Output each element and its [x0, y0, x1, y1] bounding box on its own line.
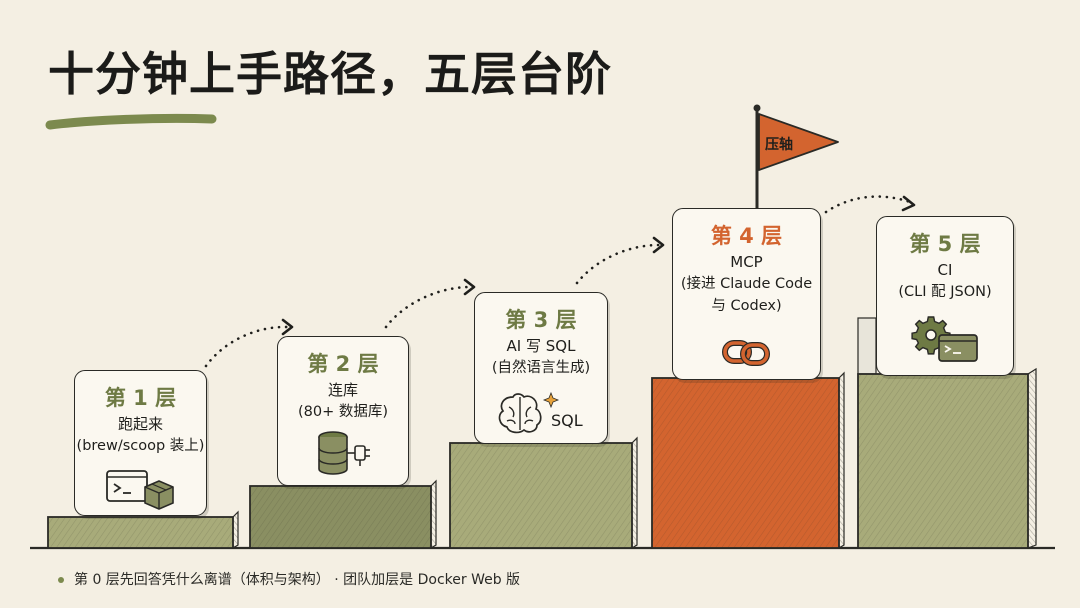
step-4-level: 第 4 层: [710, 224, 783, 248]
step-1-card: 第 1 层 跑起来 (brew/scoop 装上): [74, 370, 207, 516]
step-1-block: [47, 510, 239, 550]
step-1-title: 跑起来: [117, 415, 163, 433]
footnote-bullet-icon: [58, 577, 64, 583]
arrowhead-1: [281, 318, 294, 336]
step-4-subtitle: (接进 Claude Code: [680, 276, 813, 292]
arrow-3-to-4: [575, 243, 661, 285]
arrowhead-2: [463, 278, 476, 296]
sql-icon-text: SQL: [551, 411, 583, 430]
terminal-package-icon: [75, 467, 206, 515]
step-5-level: 第 5 层: [909, 232, 981, 256]
step-4-subtitle-line2: 与 Codex): [711, 298, 782, 314]
step-1-level: 第 1 层: [104, 386, 177, 410]
arrow-4-to-5: [824, 195, 912, 214]
database-plug-icon: [278, 429, 408, 483]
arrow-1-to-2: [204, 325, 290, 368]
brain-sql-icon: SQL: [475, 389, 607, 443]
page-title: 十分钟上手路径，五层台阶: [48, 47, 612, 101]
arrowhead-4: [901, 195, 916, 212]
step-3-block: [449, 436, 638, 550]
title-underline: [45, 113, 217, 130]
step-4-title: MCP: [730, 253, 763, 271]
step-3-subtitle: (自然语言生成): [491, 360, 591, 376]
arrow-2-to-3: [384, 285, 472, 329]
chain-link-icon: [673, 335, 820, 375]
step-4-block: [651, 371, 845, 550]
step-2-card: 第 2 层 连库 (80+ 数据库): [277, 336, 409, 486]
footnote: 第 0 层先回答凭什么离谱（体积与架构） · 团队加层是 Docker Web …: [58, 569, 520, 589]
step-2-block: [249, 479, 437, 550]
step-2-subtitle: (80+ 数据库): [297, 404, 389, 420]
step-5-title: CI: [937, 261, 953, 279]
step-5-block: [857, 317, 1037, 549]
arrowhead-3: [652, 236, 665, 254]
step-1-subtitle: (brew/scoop 装上): [76, 438, 205, 454]
step-4-card: 第 4 层 MCP (接进 Claude Code 与 Codex): [672, 208, 821, 380]
footnote-text: 第 0 层先回答凭什么离谱（体积与架构） · 团队加层是 Docker Web …: [74, 572, 521, 588]
step-3-title: AI 写 SQL: [506, 337, 576, 355]
step-2-level: 第 2 层: [307, 352, 379, 376]
step-2-title: 连库: [327, 381, 358, 399]
step-5-subtitle: (CLI 配 JSON): [898, 284, 992, 300]
gear-terminal-icon: [877, 313, 1013, 369]
flag-label: 压轴: [765, 137, 793, 153]
summit-flag: [753, 104, 839, 212]
step-5-card: 第 5 层 CI (CLI 配 JSON): [876, 216, 1014, 376]
step-3-level: 第 3 层: [505, 308, 577, 332]
step-3-card: 第 3 层 AI 写 SQL (自然语言生成) SQL: [474, 292, 608, 444]
